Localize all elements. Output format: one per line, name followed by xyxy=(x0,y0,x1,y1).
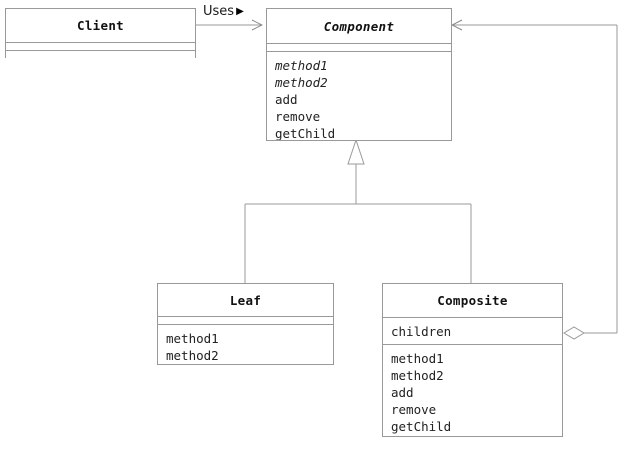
operation-item: method1 xyxy=(166,331,219,346)
class-attributes-client xyxy=(6,42,195,50)
aggregation-diamond-icon xyxy=(563,326,585,340)
class-box-component[interactable]: Component method1 method2 add remove get… xyxy=(266,8,452,141)
class-operations-leaf: method1 method2 xyxy=(158,324,333,364)
class-box-leaf[interactable]: Leaf method1 method2 xyxy=(157,283,334,365)
class-title-composite: Composite xyxy=(383,284,562,317)
uses-label-text: Uses xyxy=(203,4,235,19)
class-operations-component: method1 method2 add remove getChild xyxy=(267,51,451,140)
class-box-client[interactable]: Client xyxy=(5,8,196,58)
operation-item: method1 xyxy=(275,58,328,73)
operation-item: remove xyxy=(275,109,321,124)
operation-item: getChild xyxy=(275,126,336,140)
class-attributes-component xyxy=(267,43,451,51)
class-box-composite[interactable]: Composite children method1 method2 add r… xyxy=(382,283,563,437)
attribute-item: children xyxy=(391,324,452,339)
operation-item: method2 xyxy=(391,368,444,383)
operation-item: getChild xyxy=(391,419,452,434)
class-title-leaf: Leaf xyxy=(158,284,333,316)
operation-item: method1 xyxy=(391,351,444,366)
class-operations-composite: method1 method2 add remove getChild xyxy=(383,344,562,436)
operation-item: add xyxy=(391,385,414,400)
operation-item: method2 xyxy=(166,348,219,363)
class-operations-client xyxy=(6,50,195,58)
class-attributes-composite: children xyxy=(383,317,562,344)
class-title-component: Component xyxy=(267,9,451,43)
class-title-client: Client xyxy=(6,9,195,42)
inheritance-triangle-icon xyxy=(347,138,365,165)
operation-item: method2 xyxy=(275,75,328,90)
generalization-edges xyxy=(244,138,472,283)
operation-item: remove xyxy=(391,402,437,417)
operation-item: add xyxy=(275,92,298,107)
uses-edge-label: Uses ▶ xyxy=(203,4,244,19)
direction-marker-icon: ▶ xyxy=(236,5,244,17)
class-attributes-leaf xyxy=(158,316,333,324)
